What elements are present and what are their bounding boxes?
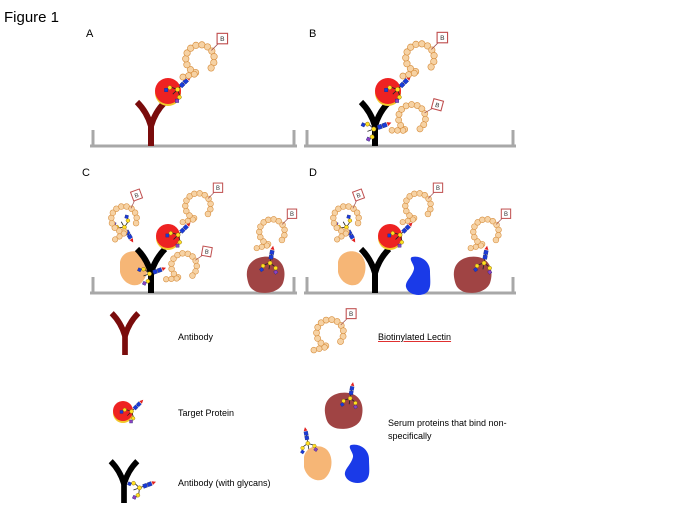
serum-peach-c xyxy=(120,251,148,286)
biotin-letter: B xyxy=(220,36,225,43)
biotin-letter: B xyxy=(356,193,362,200)
lectin-c2: B xyxy=(108,188,144,243)
serum-blue-d xyxy=(405,256,431,295)
legend-antibody-glycans-label: Antibody (with glycans) xyxy=(178,478,271,488)
lectin-d3: B xyxy=(467,208,512,252)
biotin-tag: B xyxy=(212,182,224,193)
biotin-letter: B xyxy=(436,186,440,192)
glycan-d3 xyxy=(473,245,493,275)
glycan-c1 xyxy=(165,222,191,248)
legend-antibody-glycan xyxy=(127,481,157,500)
lectin-d1: B xyxy=(399,182,444,226)
glycan-b2 xyxy=(360,121,392,142)
biotin-letter: B xyxy=(504,212,508,218)
legend-serum-glycan1 xyxy=(339,382,358,410)
glycan-c4 xyxy=(259,245,279,275)
biotin-tag: B xyxy=(216,32,229,45)
biotin-letter: B xyxy=(204,249,209,256)
panel-label-a: A xyxy=(86,28,94,40)
serum-peach-d xyxy=(338,251,366,286)
figure-title: Figure 1 xyxy=(4,9,60,26)
lectin-c1: B xyxy=(179,182,224,226)
lectin-b1: B xyxy=(399,31,449,80)
legend-lectin-label: Biotinylated Lectin xyxy=(378,332,452,342)
biotin-tag: B xyxy=(351,188,366,202)
biotin-tag: B xyxy=(430,98,445,112)
lectin-d2: B xyxy=(330,188,366,243)
surface-line xyxy=(304,277,516,295)
biotin-letter: B xyxy=(290,212,294,218)
serum-maroon-c xyxy=(246,256,285,293)
lectin-c4: B xyxy=(253,208,298,252)
legend-antibody-label: Antibody xyxy=(178,332,214,342)
biotin-tag: B xyxy=(129,188,144,202)
lectin-c3: B xyxy=(163,245,213,283)
antibody-glycosylated-d xyxy=(358,246,392,293)
biotin-tag: B xyxy=(200,245,213,258)
biotin-tag: B xyxy=(345,308,357,320)
biotin-tag: B xyxy=(286,208,298,219)
glycan-d1 xyxy=(387,222,413,248)
antibody-a xyxy=(134,99,168,146)
biotin-tag: B xyxy=(436,31,449,44)
glycan-c3 xyxy=(137,267,167,286)
panel-label-c: C xyxy=(82,167,90,179)
biotin-letter: B xyxy=(349,311,353,318)
serum-maroon-d xyxy=(453,256,492,293)
biotin-letter: B xyxy=(434,102,440,110)
biotin-tag: B xyxy=(432,182,444,193)
biotin-letter: B xyxy=(216,186,220,192)
panel-label-b: B xyxy=(309,28,317,40)
biotin-tag: B xyxy=(500,208,512,219)
legend-antibody-glycans-icon xyxy=(108,459,140,503)
lectin-a: B xyxy=(179,32,229,81)
biotin-letter: B xyxy=(440,35,445,42)
panel-label-d: D xyxy=(309,167,317,179)
surface-line xyxy=(304,130,516,148)
legend-serum-maroon xyxy=(324,392,363,429)
legend-lectin-icon: B xyxy=(310,308,357,354)
legend-serum-glycan2 xyxy=(300,427,319,455)
legend-serum-peach xyxy=(304,446,332,481)
legend-antibody-icon xyxy=(109,311,141,355)
surface-line xyxy=(90,277,297,295)
legend-serum-label: Serum proteins that bind non-specificall… xyxy=(388,418,507,441)
lectin-b2: B xyxy=(388,98,445,134)
legend-target-label: Target Protein xyxy=(178,408,235,418)
legend-serum-blue xyxy=(344,444,370,483)
biotin-letter: B xyxy=(134,193,140,200)
surface-line xyxy=(90,130,297,148)
